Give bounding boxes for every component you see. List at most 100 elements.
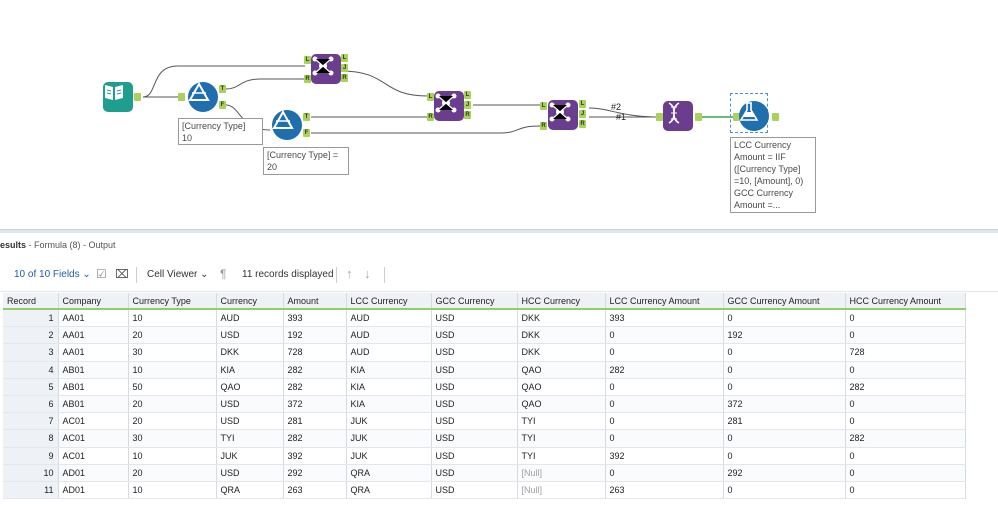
column-header[interactable]: Amount	[283, 293, 347, 310]
column-header[interactable]: LCC Currency	[346, 293, 432, 310]
join3-l-output[interactable]: L	[579, 100, 586, 108]
table-cell[interactable]: KIA	[346, 395, 432, 414]
table-cell[interactable]: 0	[605, 464, 724, 482]
table-cell[interactable]: AUD	[346, 343, 432, 362]
table-cell[interactable]: AB01	[58, 395, 129, 414]
arrow-up-icon[interactable]: ↑	[346, 266, 353, 281]
column-header[interactable]: Company	[58, 293, 129, 310]
column-header[interactable]: Currency Type	[128, 293, 217, 310]
join1-j-output[interactable]: J	[341, 64, 348, 72]
record-number-cell[interactable]: 1	[3, 309, 59, 328]
filter2-false-anchor[interactable]: F	[303, 129, 310, 137]
join1-r-output[interactable]: R	[341, 74, 348, 82]
table-cell[interactable]: QRA	[346, 464, 432, 482]
table-cell[interactable]: 10	[128, 361, 217, 379]
table-cell[interactable]: AA01	[58, 343, 129, 362]
join2-j-output[interactable]: J	[464, 101, 471, 109]
table-cell[interactable]: AUD	[216, 309, 284, 328]
workflow-canvas[interactable]: T F L R L J R T F L R L J R L R L J R #2…	[0, 0, 998, 229]
table-cell[interactable]: 0	[605, 326, 724, 345]
table-cell[interactable]: 282	[283, 429, 347, 448]
table-cell[interactable]: 0	[845, 412, 966, 431]
deselect-icon[interactable]: ⌧	[115, 267, 129, 281]
table-cell[interactable]: USD	[431, 481, 518, 500]
filter-tool-2[interactable]	[272, 110, 302, 140]
table-cell[interactable]: USD	[431, 326, 518, 345]
table-cell[interactable]: QAO	[216, 378, 284, 396]
column-header[interactable]: HCC Currency Amount	[845, 293, 966, 310]
fields-dropdown[interactable]: 10 of 10 Fields ⌄	[14, 269, 91, 280]
table-cell[interactable]: 392	[283, 447, 347, 465]
column-header[interactable]: LCC Currency Amount	[605, 293, 724, 310]
join3-r-output[interactable]: R	[579, 120, 586, 128]
table-cell[interactable]: USD	[216, 464, 284, 482]
table-cell[interactable]: 20	[128, 464, 217, 482]
table-cell[interactable]: 372	[283, 395, 347, 414]
table-cell[interactable]: AC01	[58, 447, 129, 465]
table-cell[interactable]: 263	[283, 481, 347, 500]
table-cell[interactable]: 192	[283, 326, 347, 345]
column-header[interactable]: GCC Currency	[431, 293, 518, 310]
table-cell[interactable]: 0	[605, 395, 724, 414]
table-cell[interactable]: 393	[283, 309, 347, 328]
table-cell[interactable]: USD	[431, 429, 518, 448]
table-cell[interactable]: DKK	[517, 326, 606, 345]
table-cell[interactable]: AB01	[58, 378, 129, 396]
table-cell[interactable]: 0	[605, 378, 724, 396]
table-cell[interactable]: 0	[723, 429, 846, 448]
table-cell[interactable]: 0	[845, 309, 966, 328]
join1-left-anchor[interactable]: L	[304, 56, 311, 64]
record-number-cell[interactable]: 2	[3, 326, 59, 345]
join2-l-output[interactable]: L	[464, 91, 471, 99]
table-cell[interactable]: 192	[723, 326, 846, 345]
filter2-true-anchor[interactable]: T	[303, 113, 310, 121]
table-cell[interactable]: 282	[845, 378, 966, 396]
table-cell[interactable]: DKK	[216, 343, 284, 362]
join2-right-anchor[interactable]: R	[427, 113, 434, 121]
record-number-cell[interactable]: 9	[3, 447, 59, 465]
table-cell[interactable]: QRA	[346, 481, 432, 500]
table-cell[interactable]: 0	[845, 464, 966, 482]
table-cell[interactable]: 0	[605, 343, 724, 362]
join2-left-anchor[interactable]: L	[427, 93, 434, 101]
table-cell[interactable]: 0	[723, 378, 846, 396]
table-cell[interactable]: USD	[216, 326, 284, 345]
table-cell[interactable]: USD	[431, 412, 518, 431]
join1-right-anchor[interactable]: R	[304, 75, 311, 83]
filter-tool-1[interactable]	[188, 82, 218, 112]
join-tool-1[interactable]	[311, 54, 341, 84]
table-cell[interactable]: 20	[128, 326, 217, 345]
table-cell[interactable]: USD	[431, 309, 518, 328]
table-cell[interactable]: JUK	[346, 412, 432, 431]
table-cell[interactable]: 0	[605, 429, 724, 448]
record-number-cell[interactable]: 10	[3, 464, 59, 482]
input-data-tool[interactable]	[103, 82, 133, 112]
table-cell[interactable]: 20	[128, 395, 217, 414]
column-header[interactable]: Record	[3, 293, 59, 310]
table-cell[interactable]: TYI	[517, 447, 606, 465]
table-cell[interactable]: 728	[283, 343, 347, 362]
table-cell[interactable]: 0	[723, 481, 846, 500]
table-cell[interactable]: 0	[845, 481, 966, 500]
arrow-down-icon[interactable]: ↓	[364, 266, 371, 281]
table-cell[interactable]: 0	[723, 361, 846, 379]
table-cell[interactable]: 0	[723, 343, 846, 362]
table-cell[interactable]: AD01	[58, 481, 129, 500]
table-cell[interactable]: [Null]	[517, 464, 606, 482]
table-cell[interactable]: TYI	[216, 429, 284, 448]
table-cell[interactable]: 50	[128, 378, 217, 396]
record-number-cell[interactable]: 11	[3, 481, 59, 500]
table-cell[interactable]: QAO	[517, 395, 606, 414]
table-cell[interactable]: TYI	[517, 429, 606, 448]
table-cell[interactable]: 0	[723, 447, 846, 465]
join3-right-anchor[interactable]: R	[540, 122, 547, 130]
table-cell[interactable]: 292	[283, 464, 347, 482]
